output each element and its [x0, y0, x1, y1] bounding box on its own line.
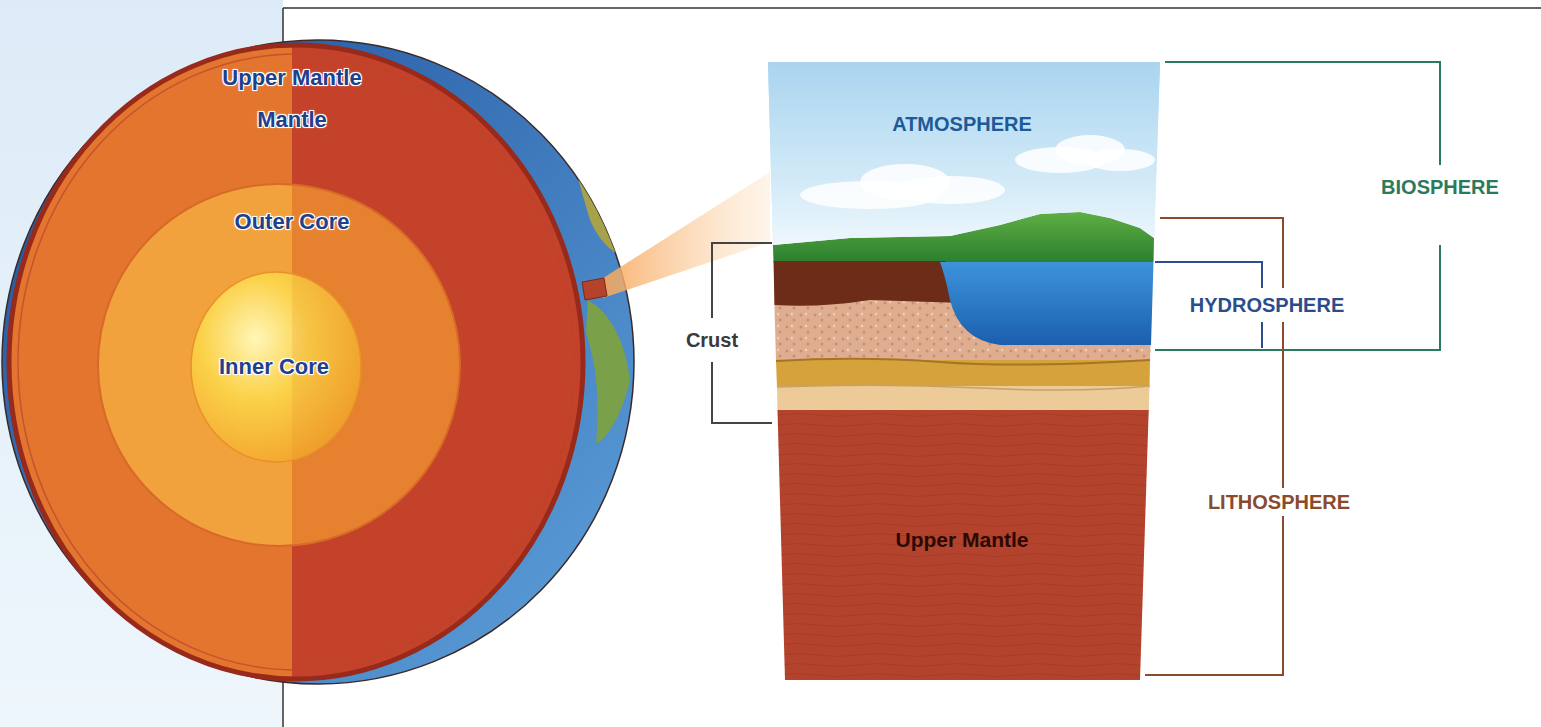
atmosphere-band-outline: [768, 62, 1160, 262]
bracket-label: BIOSPHERE: [1381, 176, 1499, 198]
text-slot: Crust: [686, 329, 738, 351]
text-slot: BIOSPHERE: [1381, 176, 1499, 198]
text-slot: Mantle: [257, 108, 327, 132]
layer-label: Outer Core: [235, 210, 350, 234]
layer-label: Upper Mantle: [895, 528, 1028, 551]
layer-label: Mantle: [257, 108, 327, 132]
bracket-label: LITHOSPHERE: [1208, 491, 1350, 513]
text-slot: HYDROSPHERE: [1190, 294, 1344, 316]
layer-label: ATMOSPHERE: [892, 113, 1032, 135]
outer-core-circle: Outer CoreInner Core: [97, 183, 461, 547]
upper-mantle-band: Upper Mantle: [777, 410, 1149, 680]
layer-label: Inner Core: [219, 355, 329, 379]
text-slot: Inner Core: [219, 355, 329, 379]
text-slot: Upper Mantle: [222, 66, 361, 90]
text-slot: LITHOSPHERE: [1208, 491, 1350, 513]
layer-label: Upper Mantle: [222, 66, 361, 90]
bracket-label: Crust: [686, 329, 738, 351]
inner-core-ball: Inner Core: [190, 271, 362, 463]
text-slot: ATMOSPHERE: [892, 113, 1032, 135]
mantle-section: MantleOuter CoreInner Core: [6, 42, 586, 682]
atmosphere-band: ATMOSPHERE: [768, 62, 1160, 262]
text-slot: Upper Mantle: [895, 528, 1028, 551]
text-slot: Outer Core: [235, 210, 350, 234]
bracket-label: HYDROSPHERE: [1190, 294, 1344, 316]
